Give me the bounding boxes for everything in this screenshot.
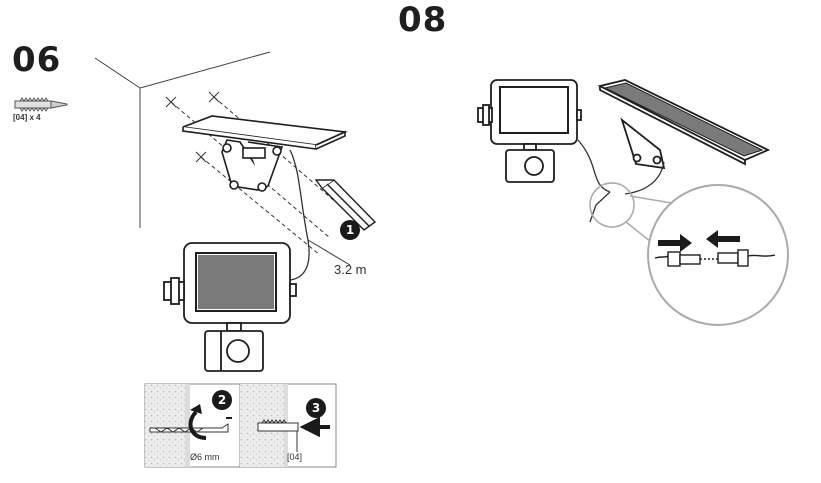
connection-cables bbox=[577, 139, 665, 223]
connector-highlight bbox=[589, 182, 635, 228]
cable-length-leader bbox=[307, 239, 351, 266]
step-number-06: 06 bbox=[12, 40, 62, 80]
arrow-left-icon bbox=[706, 230, 740, 248]
step-badge-2: 2 bbox=[212, 390, 232, 410]
step-badge-1: 1 bbox=[340, 220, 360, 240]
floodlight-06 bbox=[163, 242, 297, 372]
anchor-inset bbox=[239, 383, 337, 468]
floodlight-08 bbox=[477, 79, 582, 183]
drill-size-label: Ø6 mm bbox=[190, 452, 220, 462]
wall-anchor-icon bbox=[14, 97, 68, 112]
step-number-08: 08 bbox=[398, 0, 448, 40]
solar-panel-08 bbox=[597, 79, 771, 170]
cable bbox=[289, 149, 310, 281]
wall-corner bbox=[94, 51, 271, 228]
connector-zoom bbox=[647, 184, 789, 326]
push-arrow-icon bbox=[299, 416, 330, 438]
rotate-arrow-icon bbox=[188, 410, 207, 440]
pencil-icon bbox=[314, 179, 377, 231]
anchor-ref-label: [04] bbox=[287, 452, 303, 462]
cable-length-label: 3.2 m bbox=[334, 262, 367, 277]
step-badge-3: 3 bbox=[306, 398, 326, 418]
solar-panel-wall bbox=[182, 115, 348, 192]
anchor-quantity: [04] x 4 bbox=[13, 113, 41, 122]
drill-inset bbox=[144, 383, 241, 468]
arrow-right-icon bbox=[658, 234, 692, 252]
